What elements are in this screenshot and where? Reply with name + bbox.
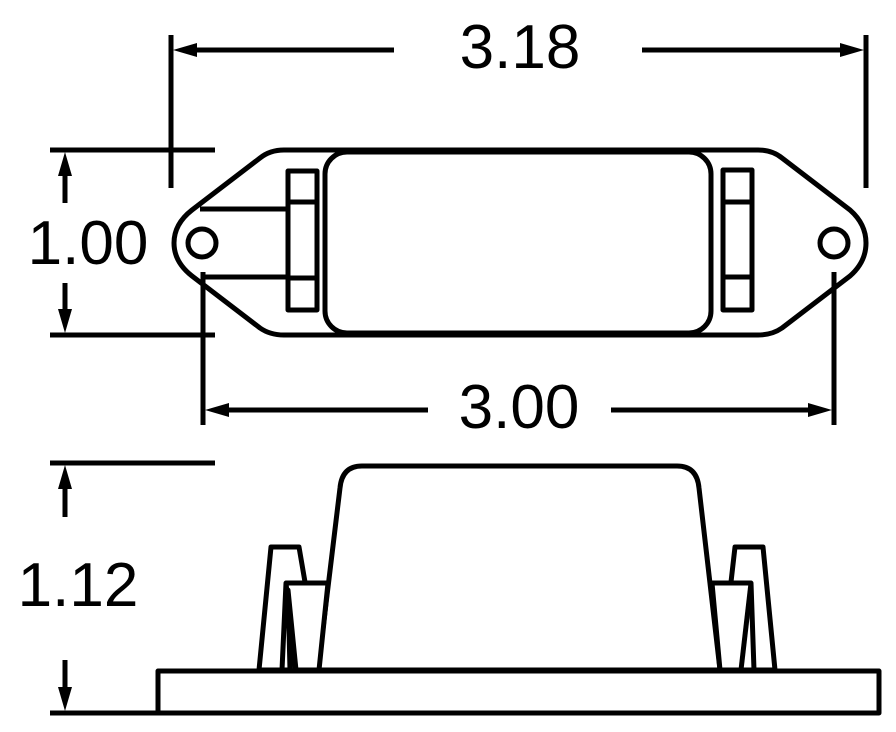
dimension-hole-spacing: 3.00 [200,272,837,442]
left-mounting-hole [185,226,219,260]
arrowhead-right-icon [840,43,864,57]
right-mounting-hole [817,226,851,260]
left-clip [285,168,320,313]
right-clip [720,167,755,313]
arrowhead-up-icon [58,465,72,489]
dimension-label-height: 1.12 [18,551,139,620]
side-view [155,463,882,716]
dimension-width: 1.00 [28,147,215,338]
arrowhead-down-icon [58,687,72,711]
top-view-outline [171,147,869,338]
dimension-height: 1.12 [18,460,215,716]
dimension-label-width: 1.00 [28,209,149,278]
dimension-label-hole-spacing: 3.00 [459,373,580,442]
base-plate [155,668,882,716]
dimension-label-overall-length: 3.18 [460,13,581,82]
top-view-inner-body [322,149,714,336]
top-view [171,147,869,338]
arrowhead-down-icon [58,309,72,333]
dimension-overall-length: 3.18 [168,13,869,188]
side-view-body [315,463,723,673]
arrowhead-right-icon [808,403,832,417]
arrowhead-left-icon [173,43,197,57]
arrowhead-left-icon [205,403,229,417]
arrowhead-up-icon [58,152,72,176]
